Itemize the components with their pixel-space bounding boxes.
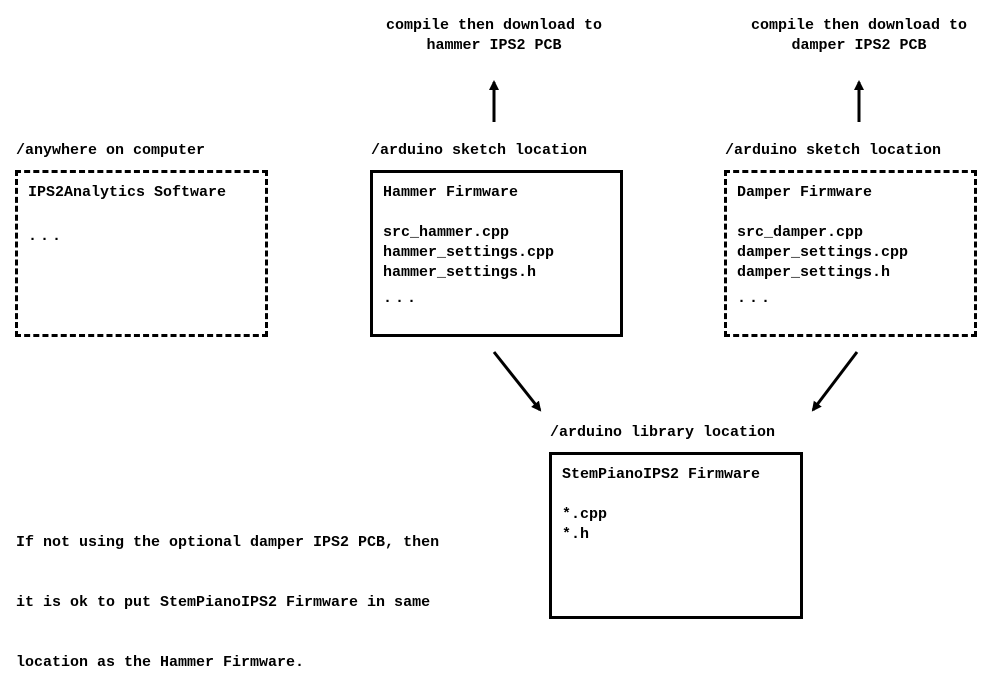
arrow-hammer-to-library <box>492 351 542 412</box>
damper-file-2: damper_settings.cpp <box>737 244 909 261</box>
hammer-firmware-title: Hammer Firmware <box>383 184 519 201</box>
damper-file-3: damper_settings.h <box>737 264 891 281</box>
location-library-label: /arduino library location <box>550 424 776 441</box>
library-firmware-title: StemPianoIPS2 Firmware <box>562 466 761 483</box>
hammer-compile-line-1: compile then download to <box>385 17 603 34</box>
note-line-2: it is ok to put StemPianoIPS2 Firmware i… <box>16 594 431 611</box>
hammer-file-2: hammer_settings.cpp <box>383 244 555 261</box>
hammer-ellipsis: ... <box>383 290 420 307</box>
arrow-damper-to-library <box>811 351 859 412</box>
hammer-compile-line-2: hammer IPS2 PCB <box>426 37 562 54</box>
hammer-compile-caption: compile then download to hammer IPS2 PCB <box>364 16 624 56</box>
library-file-2: *.h <box>562 526 590 543</box>
note-line-3: location as the Hammer Firmware. <box>16 654 305 671</box>
analytics-title: IPS2Analytics Software <box>28 184 227 201</box>
damper-firmware-box: Damper Firmware src_damper.cpp damper_se… <box>724 170 977 337</box>
hammer-file-1: src_hammer.cpp <box>383 224 510 241</box>
note-line-1: If not using the optional damper IPS2 PC… <box>16 534 440 551</box>
damper-ellipsis: ... <box>737 290 774 307</box>
analytics-ellipsis: ... <box>28 228 65 245</box>
damper-compile-line-1: compile then download to <box>750 17 968 34</box>
library-file-1: *.cpp <box>562 506 608 523</box>
location-damper-sketch-label: /arduino sketch location <box>725 142 942 159</box>
damper-optional-note: If not using the optional damper IPS2 PC… <box>16 493 439 693</box>
location-anywhere-label: /anywhere on computer <box>16 142 206 159</box>
damper-file-1: src_damper.cpp <box>737 224 864 241</box>
hammer-firmware-box: Hammer Firmware src_hammer.cpp hammer_se… <box>370 170 623 337</box>
damper-compile-caption: compile then download to damper IPS2 PCB <box>729 16 989 56</box>
library-firmware-box: StemPianoIPS2 Firmware *.cpp *.h <box>549 452 803 619</box>
location-hammer-sketch-label: /arduino sketch location <box>371 142 588 159</box>
analytics-box: IPS2Analytics Software ... <box>15 170 268 337</box>
hammer-file-3: hammer_settings.h <box>383 264 537 281</box>
damper-firmware-title: Damper Firmware <box>737 184 873 201</box>
damper-compile-line-2: damper IPS2 PCB <box>791 37 927 54</box>
